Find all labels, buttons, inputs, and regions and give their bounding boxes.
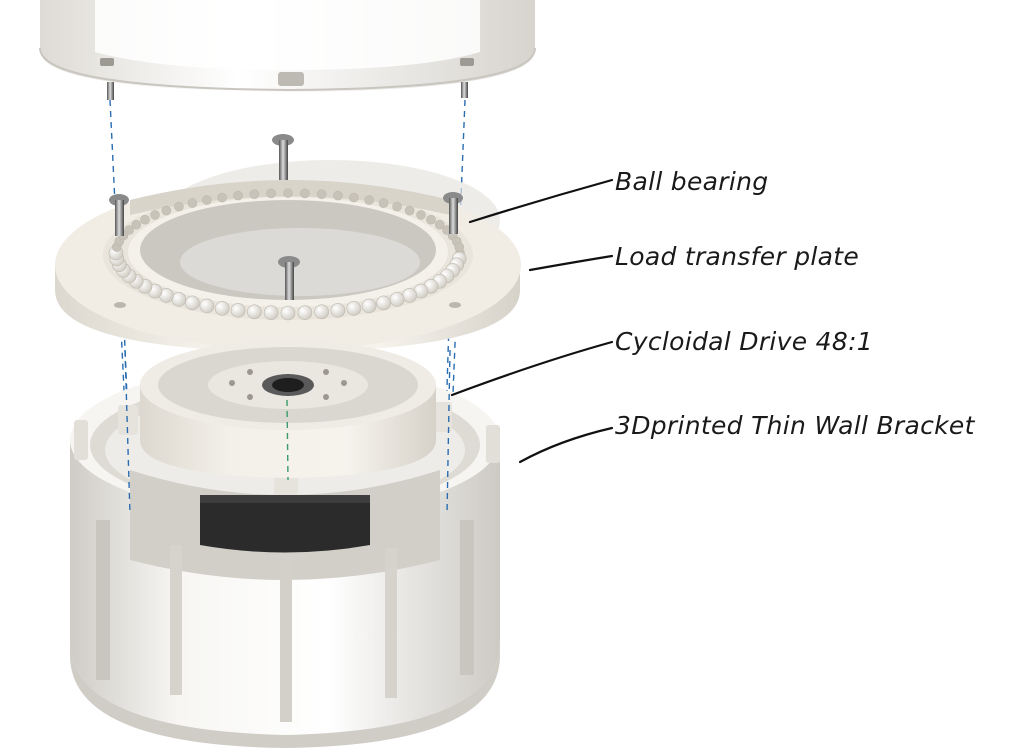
- bearing-ball: [333, 190, 343, 201]
- callout-leaders: [450, 178, 614, 464]
- bearing-ball: [187, 198, 198, 208]
- bearing-ball: [185, 295, 200, 311]
- bearing-ball: [233, 190, 243, 201]
- bearing-ball: [389, 292, 405, 307]
- bearing-ball: [404, 205, 415, 216]
- bearing-ball: [402, 288, 417, 303]
- bearing-ball: [434, 219, 445, 230]
- bearing-ball: [280, 305, 296, 321]
- bearing-ball: [230, 303, 246, 318]
- bearing-ball: [426, 214, 436, 225]
- bearing-ball: [392, 201, 402, 212]
- bearing-ball: [454, 242, 465, 252]
- top-housing: [39, 0, 536, 100]
- screw-icon: [278, 256, 300, 300]
- bearing-ball: [214, 301, 230, 316]
- bearing-ball: [263, 305, 279, 321]
- stepper-motor: [200, 495, 370, 553]
- bearing-ball: [202, 195, 212, 205]
- bearing-ball: [249, 189, 260, 199]
- bearing-ball: [376, 295, 391, 311]
- bearing-ball: [361, 298, 377, 314]
- bearing-ball: [124, 225, 134, 235]
- bearing-ball: [378, 198, 389, 208]
- bearing-ball: [217, 192, 227, 203]
- bearing-ball: [247, 304, 262, 320]
- bearing-ball: [266, 188, 276, 199]
- bearing-ball: [199, 298, 215, 314]
- plate-screws: [109, 134, 463, 300]
- bearing-ball: [131, 219, 142, 230]
- bearing-ball: [316, 189, 327, 199]
- bearing-ball: [364, 195, 374, 205]
- bearing-ball: [297, 305, 313, 321]
- bearing-ball: [300, 188, 310, 199]
- bearing-ball: [161, 205, 172, 216]
- bearing-ball: [171, 292, 187, 307]
- bearing-ball: [150, 210, 160, 220]
- screw-icon: [272, 134, 294, 180]
- bearing-ball: [416, 210, 426, 220]
- bearing-ball: [330, 303, 346, 318]
- label-load-transfer-plate: Load transfer plate: [615, 242, 859, 271]
- bearing-ball: [314, 304, 329, 320]
- cycloidal-drive: [140, 340, 436, 478]
- label-ball-bearing: Ball bearing: [615, 167, 768, 196]
- bearing-ball: [140, 214, 150, 225]
- label-cycloidal-drive: Cycloidal Drive 48:1: [615, 327, 873, 356]
- bearing-ball: [174, 201, 184, 212]
- screw-icon: [107, 82, 114, 100]
- screw-icon: [461, 82, 468, 98]
- bearing-ball: [283, 188, 293, 198]
- bearing-ball: [348, 192, 359, 203]
- label-thin-wall-bracket: 3Dprinted Thin Wall Bracket: [615, 411, 976, 440]
- screw-icon: [443, 192, 463, 234]
- screw-icon: [109, 194, 129, 236]
- bearing-ball: [346, 301, 362, 316]
